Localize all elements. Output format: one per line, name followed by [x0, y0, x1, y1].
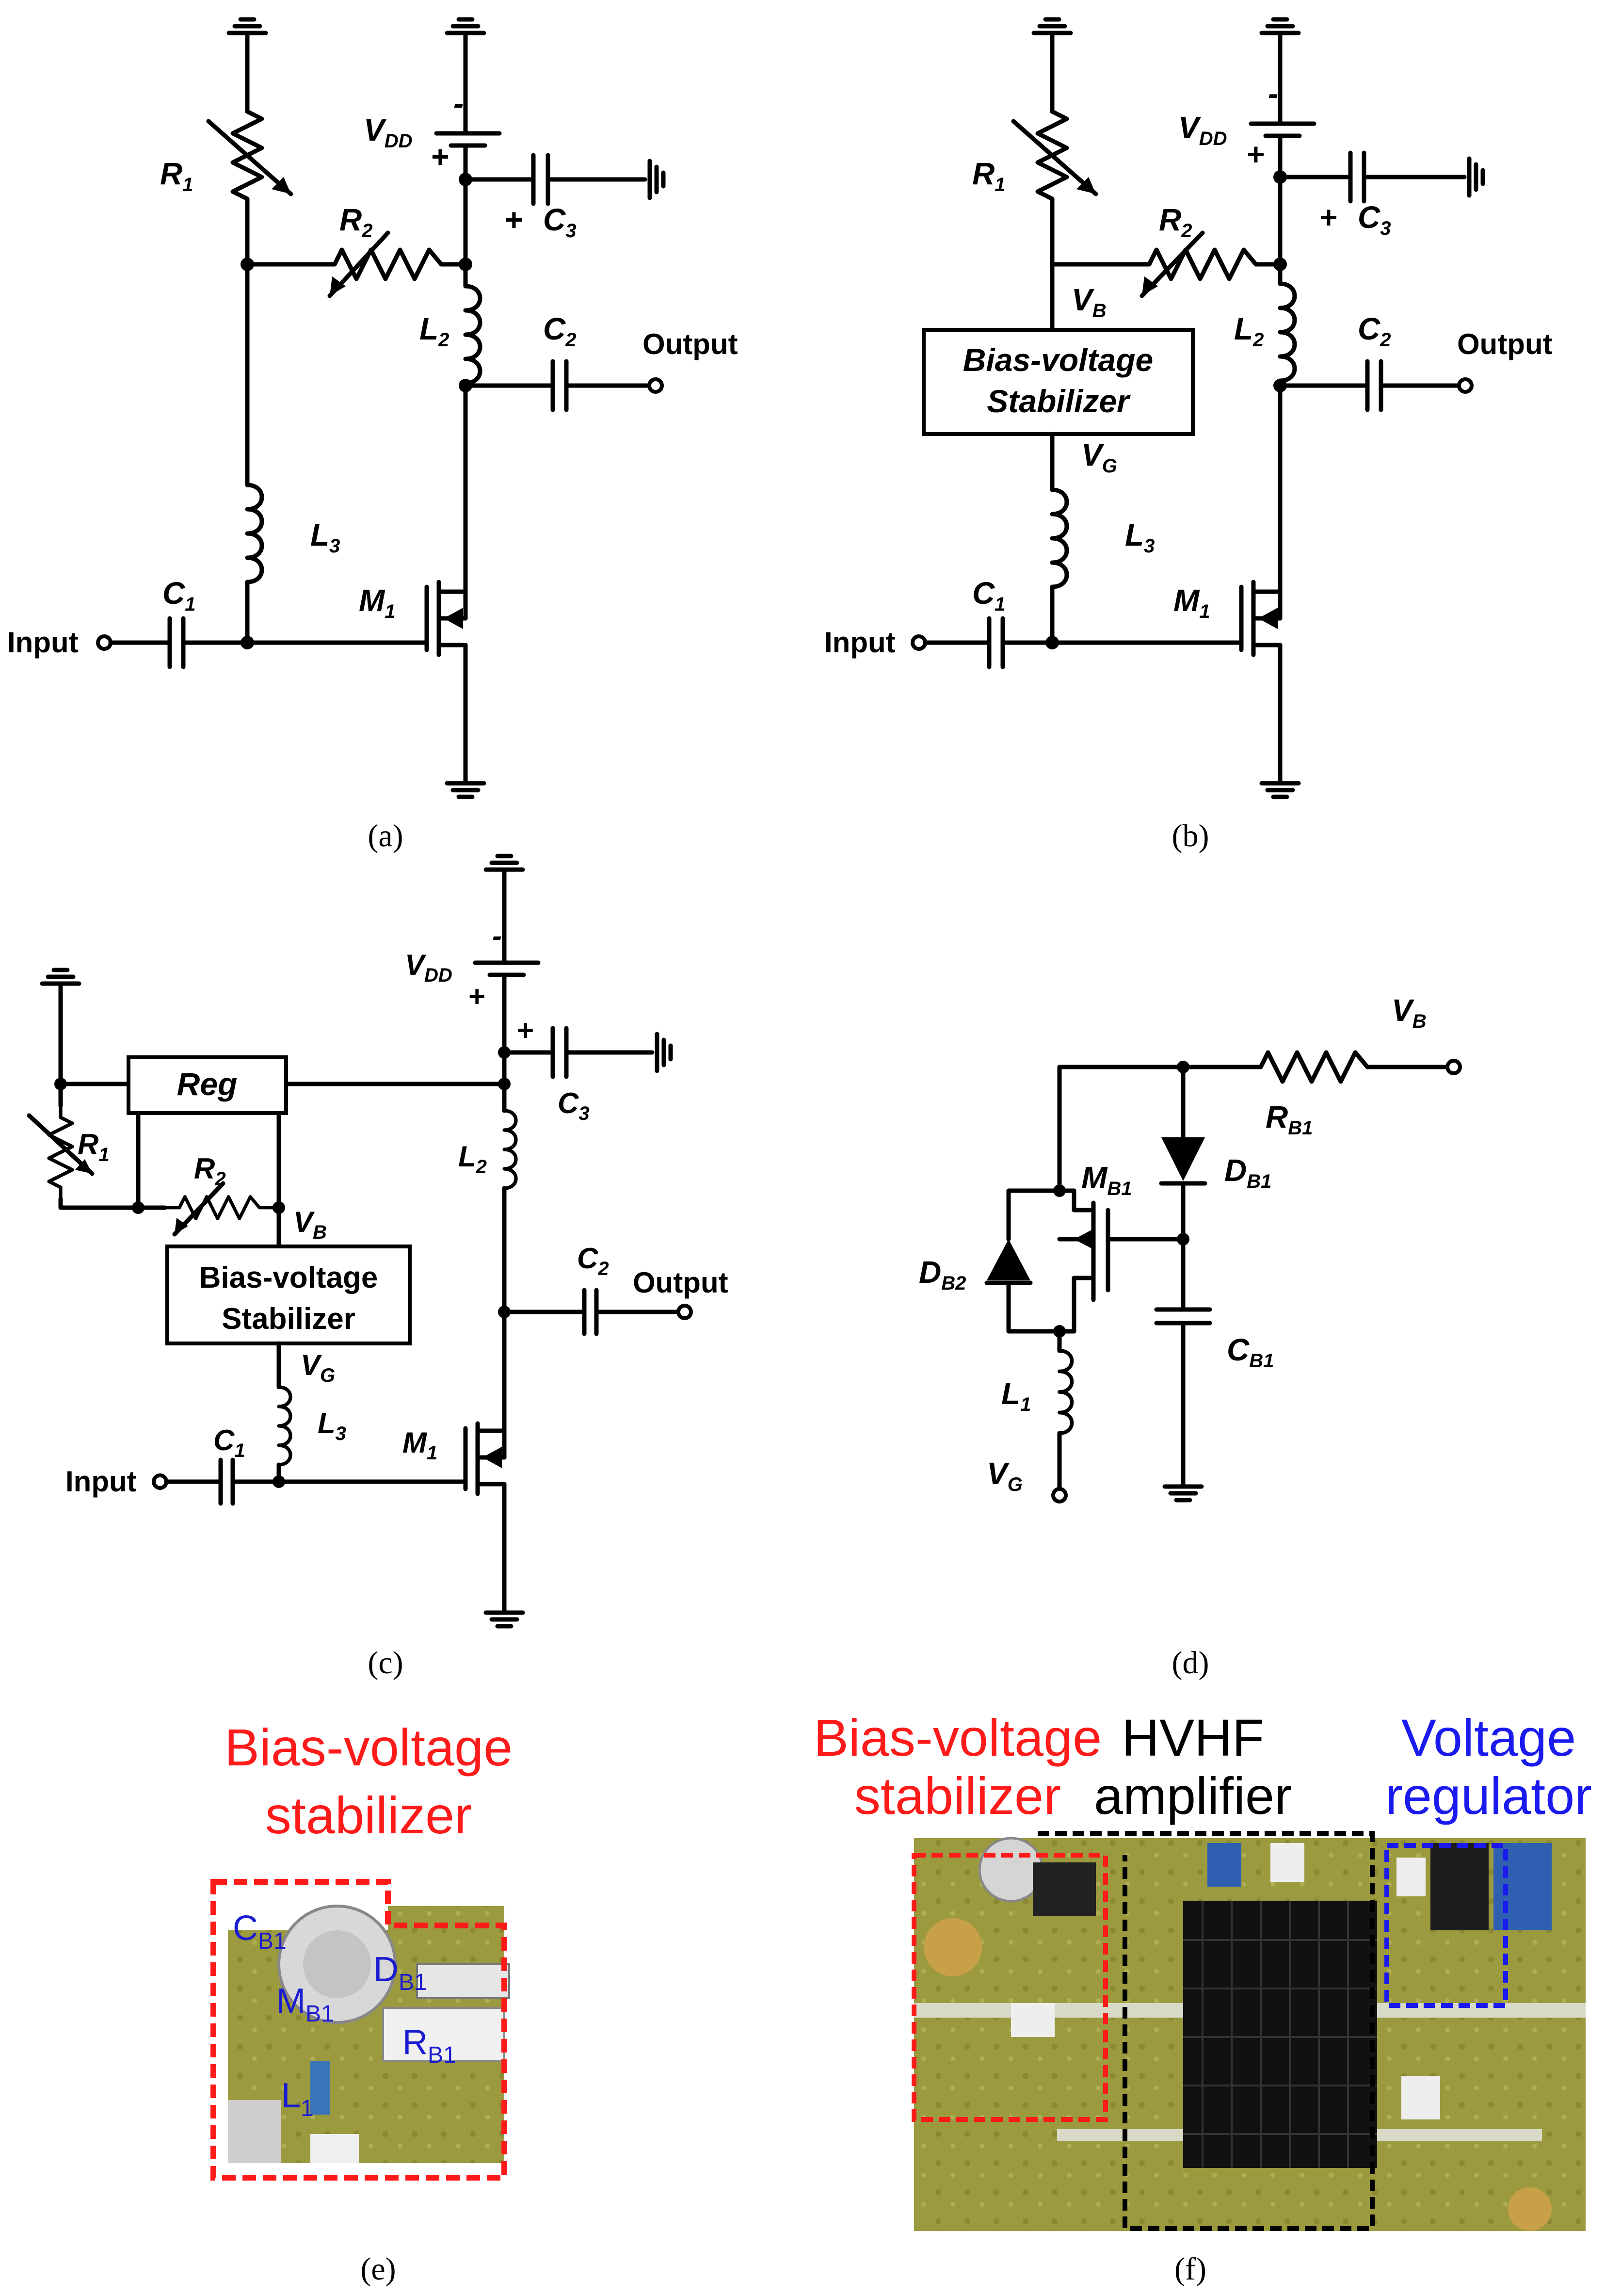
label-f-stabilizer-line2: stabilizer: [854, 1766, 1061, 1825]
label-C1-b: C1: [972, 576, 1005, 615]
label-VDD-minus-b: -: [1268, 76, 1278, 111]
stabilizer-box-c-line1: Bias-voltage: [199, 1261, 378, 1294]
label-R1: R1: [160, 156, 193, 195]
stabilizer-photo: [228, 1905, 510, 2163]
panel-f: Bias-voltage stabilizer HVHF amplifier V…: [814, 1708, 1592, 2287]
label-f-regulator-line2: regulator: [1385, 1766, 1592, 1825]
label-R1-c: R1: [78, 1128, 110, 1165]
label-C2-c: C2: [577, 1242, 609, 1279]
stabilizer-box-line1: Bias-voltage: [963, 342, 1153, 378]
board-photo: [914, 1837, 1586, 2231]
panel-b: Bias-voltage Stabilizer: [824, 19, 1553, 854]
label-VG-c: VG: [301, 1349, 335, 1386]
label-f-amplifier-line2: amplifier: [1094, 1766, 1292, 1825]
panel-c: Reg Bias-voltage Stabilizer: [27, 856, 728, 1681]
label-RB1-d: RB1: [1266, 1099, 1313, 1139]
label-L2-c: L2: [458, 1140, 487, 1178]
label-VG-d: VG: [987, 1456, 1023, 1495]
label-VB-c: VB: [293, 1206, 327, 1243]
label-MB1-d: MB1: [1081, 1160, 1132, 1199]
caption-f: (f): [1174, 2251, 1206, 2287]
label-MB1-e: MB1: [276, 1982, 334, 2027]
label-C3-c: C3: [558, 1087, 590, 1124]
label-VG-b: VG: [1081, 437, 1117, 477]
label-input-c: Input: [65, 1465, 137, 1498]
stabilizer-box-line2: Stabilizer: [987, 383, 1131, 419]
title-e-line1: Bias-voltage: [225, 1718, 513, 1777]
label-L2: L2: [419, 311, 449, 351]
label-f-regulator-line1: Voltage: [1401, 1708, 1576, 1767]
label-VB-d: VB: [1392, 993, 1427, 1032]
title-e-line2: stabilizer: [265, 1786, 472, 1844]
label-C3-plus: +: [504, 202, 522, 237]
label-C1-c: C1: [213, 1424, 245, 1461]
label-VDD-b: VDD: [1178, 110, 1227, 149]
label-R2-c: R2: [194, 1152, 226, 1190]
label-R2-b: R2: [1159, 202, 1192, 242]
label-C3-plus-c: +: [516, 1014, 533, 1047]
label-DB2-d: DB2: [919, 1255, 966, 1294]
caption-d: (d): [1172, 1645, 1209, 1681]
label-f-stabilizer-line1: Bias-voltage: [814, 1708, 1102, 1767]
label-VB-b: VB: [1072, 282, 1107, 322]
label-L3: L3: [310, 517, 340, 557]
label-CB1-d: CB1: [1227, 1332, 1274, 1372]
caption-c: (c): [368, 1645, 403, 1681]
label-CB1-e: CB1: [233, 1909, 287, 1954]
label-output-c: Output: [633, 1266, 728, 1299]
label-R1-b: R1: [972, 156, 1005, 195]
label-M1-c: M1: [402, 1426, 437, 1464]
label-input-b: Input: [824, 626, 896, 659]
label-L1-d: L1: [1001, 1376, 1031, 1415]
label-VDD-minus-c: -: [492, 920, 502, 952]
label-DB1-d: DB1: [1224, 1153, 1271, 1192]
label-VDD: VDD: [364, 113, 412, 152]
label-VDD-plus: +: [431, 139, 449, 174]
label-VDD-plus-b: +: [1246, 137, 1264, 172]
label-C2-b: C2: [1358, 311, 1391, 351]
panel-e: Bias-voltage stabilizer CB1 DB1 MB1 RB1 …: [210, 1718, 513, 2287]
label-f-amplifier-line1: HVHF: [1122, 1708, 1264, 1767]
caption-e: (e): [360, 2251, 396, 2287]
label-C3-b: C3: [1358, 200, 1391, 239]
panel-d: VB RB1 DB1 MB1 DB2 CB1 L1 VG (d): [919, 993, 1462, 1681]
label-output: Output: [642, 328, 738, 360]
label-DB1-e: DB1: [373, 1950, 427, 1995]
label-C2: C2: [543, 311, 576, 351]
label-VDD-plus-c: +: [468, 980, 485, 1013]
label-VDD-c: VDD: [405, 949, 452, 986]
label-VDD-minus: -: [453, 86, 464, 121]
panel-a: R1 R2 VDD + - + C3 L2 C2 Output L3 C1 M1…: [7, 19, 738, 854]
label-input: Input: [7, 626, 79, 659]
label-RB1-e: RB1: [402, 2023, 456, 2068]
caption-a: (a): [368, 818, 403, 854]
caption-b: (b): [1172, 818, 1209, 854]
label-output-b: Output: [1457, 328, 1553, 360]
label-M1: M1: [359, 583, 396, 622]
label-L1-e: L1: [281, 2076, 314, 2121]
label-C3: C3: [543, 202, 576, 242]
label-L2-b: L2: [1234, 311, 1264, 351]
label-L3-b: L3: [1125, 517, 1155, 557]
label-R2: R2: [339, 202, 372, 242]
label-L3-c: L3: [318, 1407, 346, 1444]
label-C3-plus-b: +: [1319, 200, 1337, 235]
label-C1: C1: [162, 576, 195, 615]
label-M1-b: M1: [1173, 583, 1210, 622]
stabilizer-box-c-line2: Stabilizer: [222, 1302, 355, 1336]
reg-box: Reg: [177, 1066, 238, 1102]
